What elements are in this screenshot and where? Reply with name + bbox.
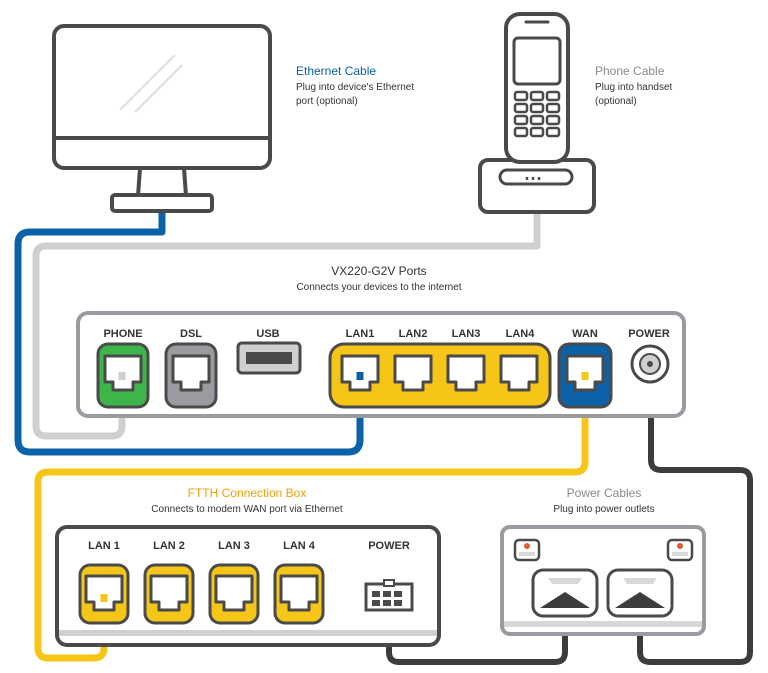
- modem-port-label-dsl: DSL: [180, 328, 202, 340]
- ftth-lan-port-4: [273, 563, 325, 625]
- modem-subtitle: Connects your devices to the internet: [296, 282, 461, 293]
- ftth-port-label-lan4: LAN 4: [283, 540, 316, 552]
- phone-handset-icon: [478, 12, 596, 214]
- modem-title: VX220-G2V Ports: [331, 264, 426, 278]
- modem-port-label-lan1: LAN1: [346, 328, 375, 340]
- power-switch-left-icon: [513, 538, 541, 562]
- modem-lan-ports: [328, 342, 552, 409]
- phone-cable-title: Phone Cable: [595, 64, 665, 78]
- modem-port-label-wan: WAN: [572, 328, 598, 340]
- modem-usb-port: [236, 341, 302, 375]
- modem-port-label-phone: PHONE: [103, 328, 142, 340]
- ftth-title: FTTH Connection Box: [188, 486, 307, 500]
- ftth-subtitle: Connects to modem WAN port via Ethernet: [151, 504, 343, 515]
- ftth-power-port: [364, 579, 414, 612]
- ftth-port-label-power: POWER: [368, 540, 410, 552]
- phone-cable: [32, 212, 541, 440]
- power-cables-title: Power Cables: [567, 486, 642, 500]
- ftth-port-label-lan3: LAN 3: [218, 540, 250, 552]
- power-cables-subtitle: Plug into power outlets: [553, 504, 654, 515]
- modem-power-cable: [637, 366, 753, 665]
- ethernet-cable-desc-2: port (optional): [296, 96, 358, 107]
- ftth-port-label-lan2: LAN 2: [153, 540, 185, 552]
- ethernet-cable-title: Ethernet Cable: [296, 64, 376, 78]
- ftth-port-label-lan1: LAN 1: [88, 540, 120, 552]
- ethernet-cable-desc-1: Plug into device's Ethernet: [296, 82, 414, 93]
- ftth-cable: [34, 372, 589, 662]
- ftth-lan-port-3: [208, 563, 260, 625]
- power-outlet-right: [606, 568, 674, 618]
- modem-port-label-power: POWER: [628, 328, 670, 340]
- power-switch-right-icon: [666, 538, 694, 562]
- phone-cable-desc-2: (optional): [595, 96, 637, 107]
- ftth-power-cable: [386, 604, 568, 665]
- ftth-lan-port-2: [143, 563, 195, 625]
- modem-port-label-lan3: LAN3: [452, 328, 481, 340]
- modem-port-label-lan4: LAN4: [506, 328, 536, 340]
- computer-icon: [52, 24, 272, 213]
- modem-power-port: [630, 344, 670, 384]
- modem-dsl-port: [164, 342, 218, 409]
- modem-port-label-usb: USB: [256, 328, 279, 340]
- power-outlet-left: [531, 568, 599, 618]
- ethernet-cable: [14, 210, 364, 456]
- modem-port-label-lan2: LAN2: [399, 328, 428, 340]
- phone-cable-desc-1: Plug into handset: [595, 82, 673, 93]
